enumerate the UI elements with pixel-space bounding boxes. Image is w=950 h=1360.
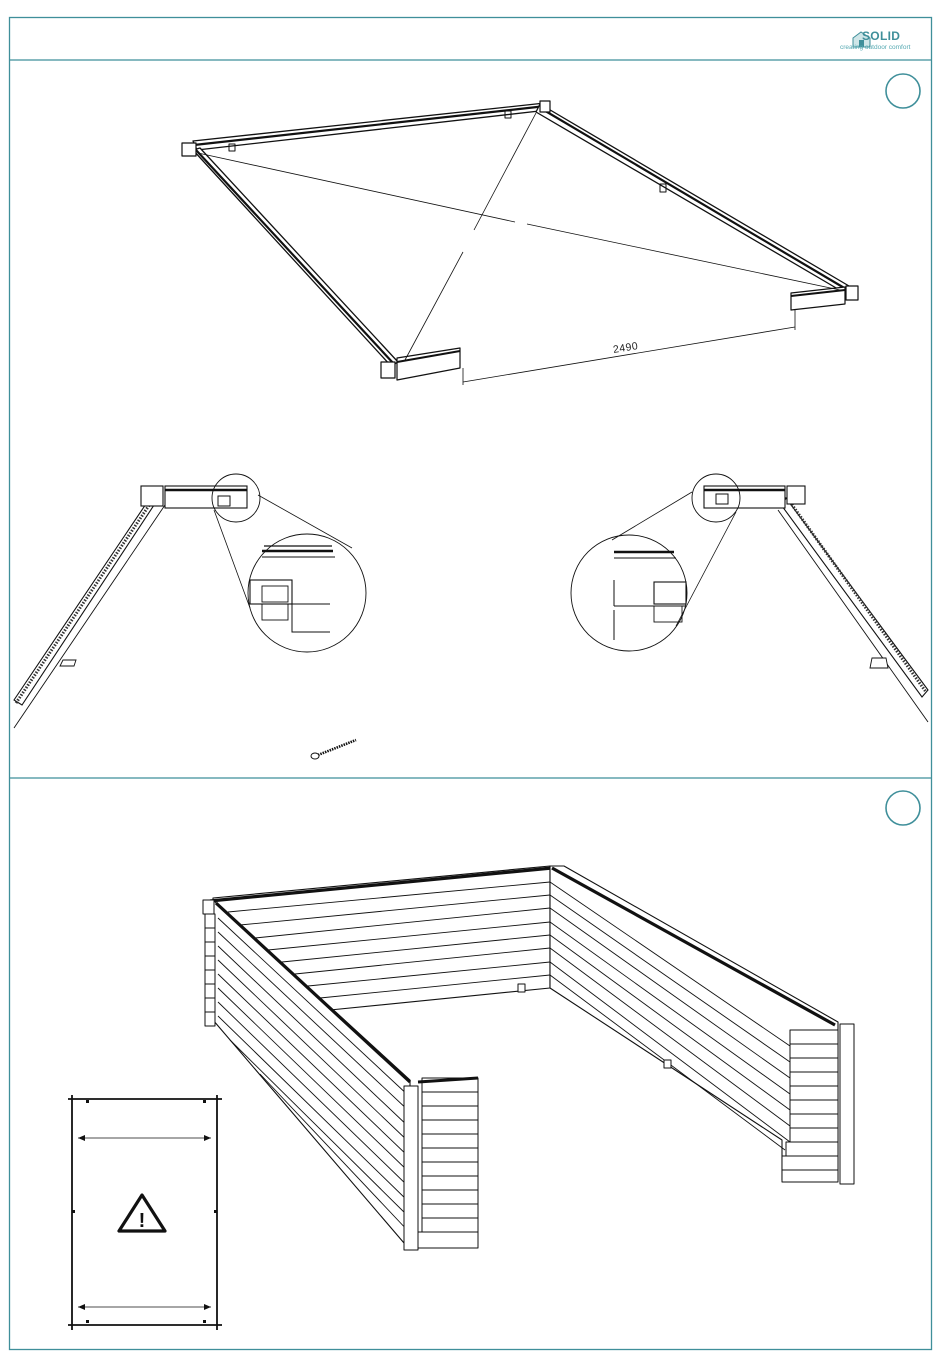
brand-tagline: creating outdoor comfort <box>840 44 910 51</box>
log-walls-drawing <box>203 866 854 1250</box>
brand-logo: SOLID creating outdoor comfort <box>840 29 930 57</box>
warning-symbol: ! <box>139 1210 146 1232</box>
screw-icon <box>311 740 356 759</box>
step-2-circle <box>886 791 920 825</box>
brand-name: SOLID <box>862 29 900 43</box>
base-frame-drawing <box>182 101 858 385</box>
warning-icon: ! <box>119 1195 165 1232</box>
step-1-circle <box>886 74 920 108</box>
right-corner-detail <box>571 474 928 722</box>
left-corner-detail <box>14 474 366 728</box>
